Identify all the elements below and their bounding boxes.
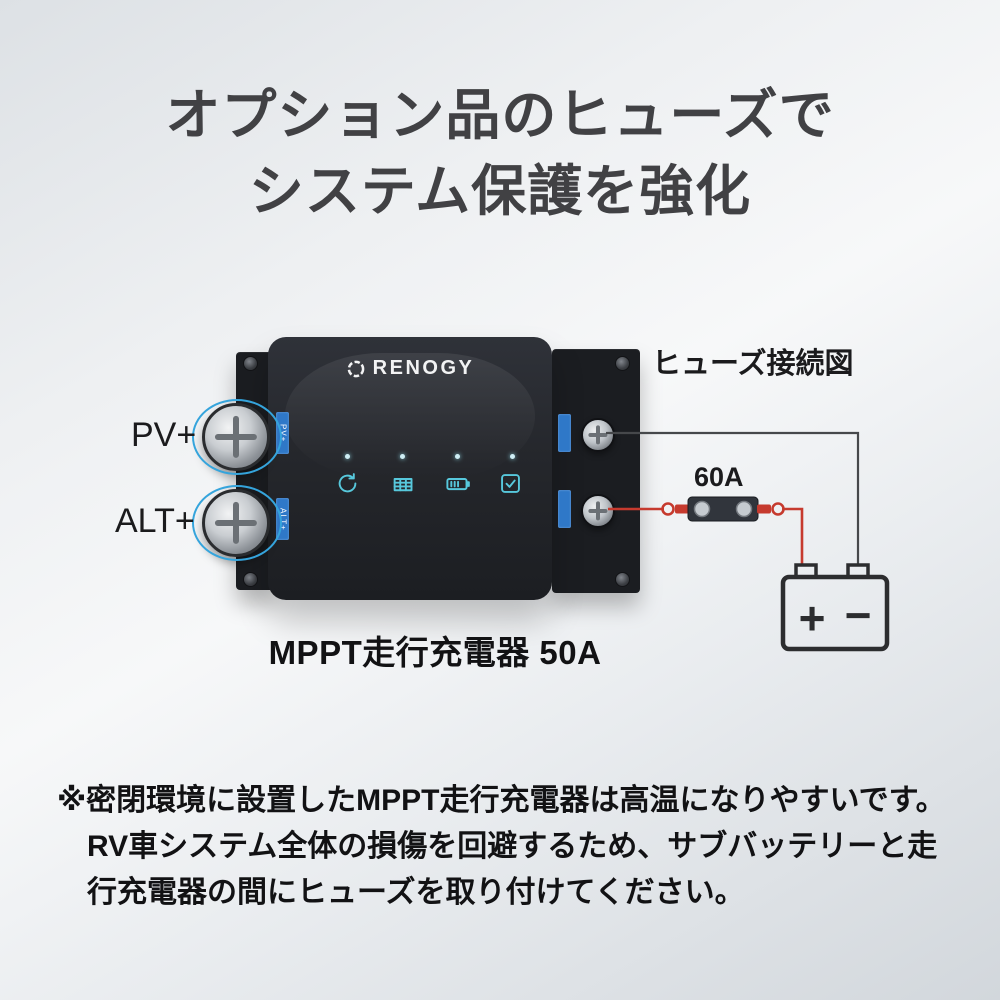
renogy-logo-icon	[347, 360, 364, 377]
battery-terminal-negative	[846, 563, 870, 579]
fuse-rating-label: 60A	[694, 462, 744, 492]
alt-highlight-ring	[192, 485, 282, 561]
diagram-title: ヒューズ接続図	[652, 348, 854, 380]
headline-line1: オプション品のヒューズで	[165, 84, 835, 146]
check-icon	[497, 470, 524, 497]
footnote-line2: RV車システム全体の損傷を回避するため、サブバッテリーと走	[87, 829, 938, 863]
footnote: ※密閉環境に設置したMPPT走行充電器は高温になりやすいです。 RV車システム全…	[57, 778, 957, 916]
battery-symbol: + −	[780, 563, 890, 652]
battery-plus-label: +	[799, 592, 826, 644]
mounting-bracket-right	[552, 349, 640, 593]
screw-icon	[243, 572, 258, 587]
footnote-line3: 行充電器の間にヒューズを取り付けてください。	[87, 875, 745, 909]
solar-panel-icon	[389, 470, 416, 497]
pv-callout-label: PV+	[131, 416, 197, 454]
output-port-tag-bottom	[558, 490, 571, 528]
output-terminal-top	[581, 418, 615, 452]
battery-minus-label: −	[845, 589, 872, 641]
pv-highlight-ring	[192, 399, 282, 475]
fuse-bolt-right	[735, 500, 753, 518]
device-body	[268, 337, 552, 600]
status-led	[510, 454, 515, 459]
wire-negative	[606, 431, 860, 565]
brand-logo: RENOGY	[268, 357, 552, 380]
charge-cycle-icon	[334, 470, 361, 497]
battery-status-icon	[444, 470, 471, 497]
fuse	[661, 496, 785, 522]
footnote-line1: ※密閉環境に設置したMPPT走行充電器は高温になりやすいです。	[57, 784, 946, 817]
screw-icon	[615, 572, 630, 587]
alt-port-tag-label: ALT+	[278, 507, 288, 531]
device-caption: MPPT走行充電器 50A	[268, 634, 602, 671]
output-terminal-bottom	[581, 494, 615, 528]
battery-terminal-positive	[794, 563, 818, 579]
brand-text: RENOGY	[372, 357, 475, 379]
status-led	[400, 454, 405, 459]
fuse-ring-terminal-left	[661, 502, 675, 516]
screw-icon	[615, 356, 630, 371]
fuse-wire-left	[675, 504, 689, 514]
status-led	[345, 454, 350, 459]
wire-positive-right	[782, 507, 804, 565]
fuse-body	[687, 496, 759, 522]
alt-callout-label: ALT+	[115, 502, 195, 540]
headline: オプション品のヒューズで システム保護を強化	[0, 78, 1000, 230]
fuse-ring-terminal-right	[771, 502, 785, 516]
fuse-bolt-left	[693, 500, 711, 518]
screw-icon	[243, 356, 258, 371]
pv-port-tag-label: PV+	[278, 423, 288, 443]
status-led	[455, 454, 460, 459]
battery-case	[780, 574, 890, 652]
headline-line2: システム保護を強化	[248, 159, 752, 222]
fuse-wire-right	[757, 504, 771, 514]
output-port-tag-top	[558, 414, 571, 452]
